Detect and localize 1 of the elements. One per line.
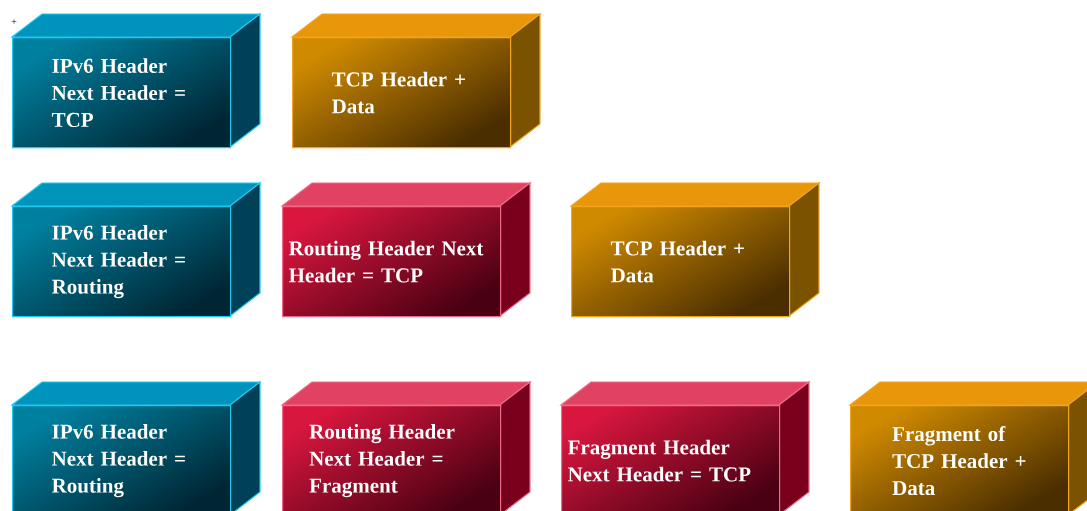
plus-sign: +: [11, 19, 17, 24]
